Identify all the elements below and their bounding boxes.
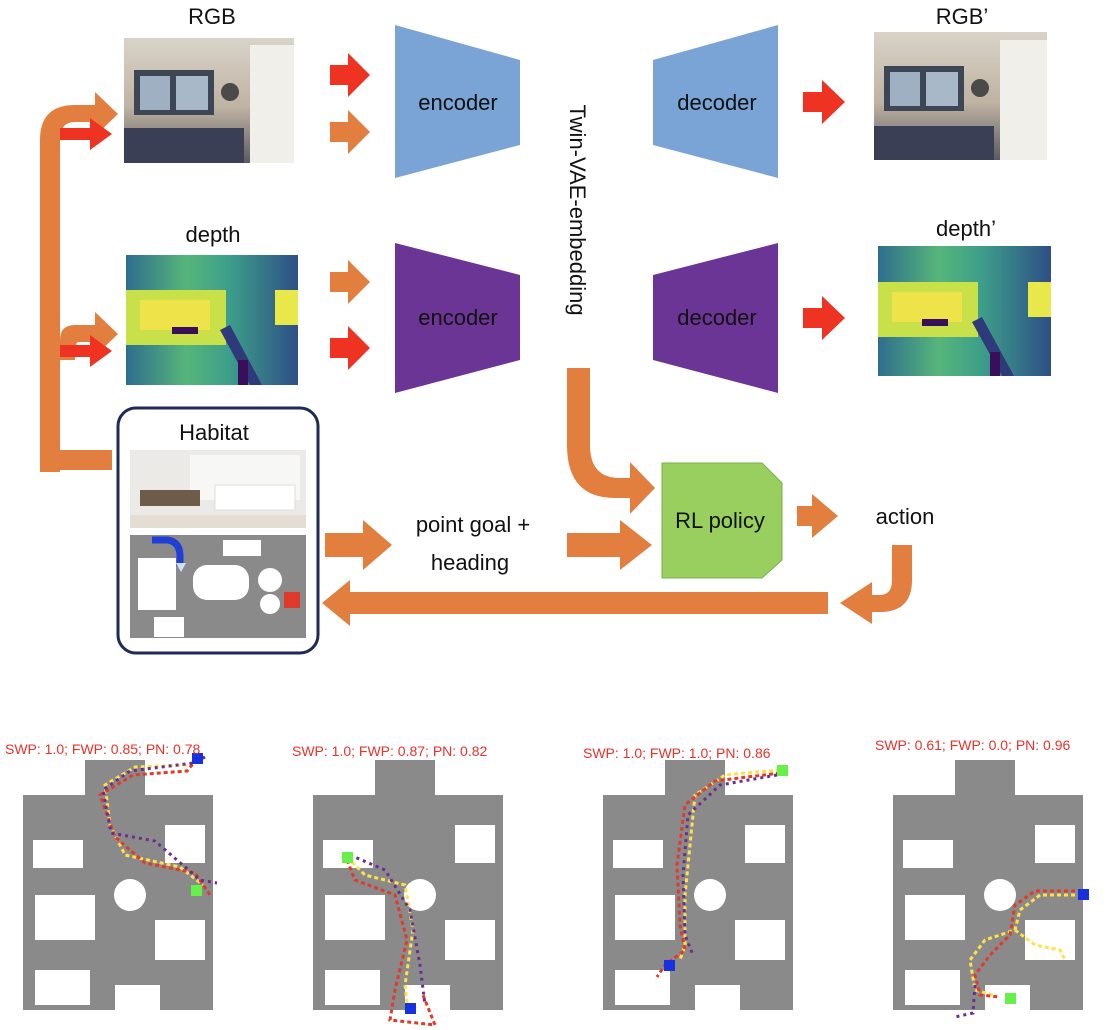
heading-label: heading — [431, 550, 509, 575]
encoder-top-label: encoder — [418, 90, 498, 115]
encoder-input-arrows — [330, 53, 370, 370]
rgb-decoder — [653, 25, 778, 178]
depth-image — [126, 255, 298, 385]
trajectory-panel-3 — [585, 745, 815, 1015]
depth-prime-label: depth’ — [936, 216, 996, 241]
depth-decoder — [653, 243, 778, 393]
embedding-label: Twin-VAE-embedding — [565, 104, 590, 315]
depth-label: depth — [185, 222, 240, 247]
habitat-to-goal-arrow — [325, 520, 392, 570]
rgb-image — [124, 38, 294, 163]
trajectory-caption-4: SWP: 0.61; FWP: 0.0; PN: 0.96 — [875, 737, 1071, 753]
decoder-output-arrows — [803, 80, 845, 340]
habitat-room-image — [130, 450, 306, 528]
rgb-prime-image — [874, 32, 1047, 160]
trajectory-panel-1 — [5, 745, 235, 1015]
trajectory-panel-4 — [875, 745, 1105, 1019]
rl-policy-box — [661, 462, 783, 579]
red-input-arrows — [60, 118, 112, 367]
feedback-arrows — [40, 92, 118, 472]
policy-to-action-arrow — [797, 494, 838, 538]
habitat-map — [130, 535, 306, 638]
decoder-bottom-label: decoder — [677, 305, 757, 330]
rgb-prime-label: RGB’ — [936, 4, 989, 29]
action-loop-arrow — [840, 545, 912, 624]
depth-encoder — [395, 243, 520, 393]
encoder-bottom-label: encoder — [418, 305, 498, 330]
trajectory-panel-2 — [295, 745, 525, 1027]
trajectory-caption-2: SWP: 1.0; FWP: 0.87; PN: 0.82 — [292, 743, 488, 759]
trajectory-caption-1: SWP: 1.0; FWP: 0.85; PN: 0.78 — [5, 741, 201, 757]
action-to-habitat-arrow — [322, 580, 828, 626]
rgb-encoder — [395, 25, 520, 178]
decoder-top-label: decoder — [677, 90, 757, 115]
goal-to-policy-arrow — [567, 520, 652, 570]
trajectory-caption-3: SWP: 1.0; FWP: 1.0; PN: 0.86 — [583, 745, 771, 761]
embedding-to-policy-arrow — [567, 368, 655, 514]
rl-policy-label: RL policy — [675, 508, 765, 533]
point-goal-label: point goal + — [416, 512, 530, 537]
depth-prime-image — [878, 246, 1051, 376]
rgb-label: RGB — [188, 4, 236, 29]
action-label: action — [876, 504, 935, 529]
habitat-label: Habitat — [179, 420, 249, 445]
